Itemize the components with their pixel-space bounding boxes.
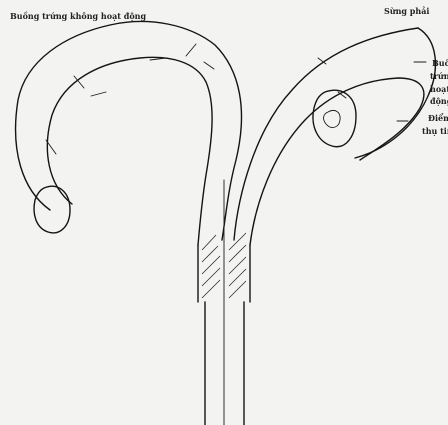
arrow-marker bbox=[150, 58, 166, 60]
right-horn-inner bbox=[250, 78, 424, 245]
right-ovary-shape bbox=[313, 90, 356, 146]
left-horn-outline bbox=[16, 22, 242, 240]
arrow-marker bbox=[204, 62, 214, 69]
right-horn-outline bbox=[234, 28, 418, 240]
uterus-hatch-line bbox=[202, 246, 218, 262]
left-ovary-shape bbox=[34, 186, 70, 233]
arrow-marker bbox=[186, 44, 196, 56]
uterus-hatch-line bbox=[202, 280, 220, 298]
right-ovary-follicle bbox=[324, 110, 341, 127]
uterus-hatch-line bbox=[202, 235, 216, 250]
arrow-marker bbox=[91, 92, 106, 96]
left-horn-inner bbox=[47, 57, 212, 245]
uterus-hatch-line bbox=[202, 256, 220, 274]
uterus-hatch-line bbox=[202, 268, 220, 286]
